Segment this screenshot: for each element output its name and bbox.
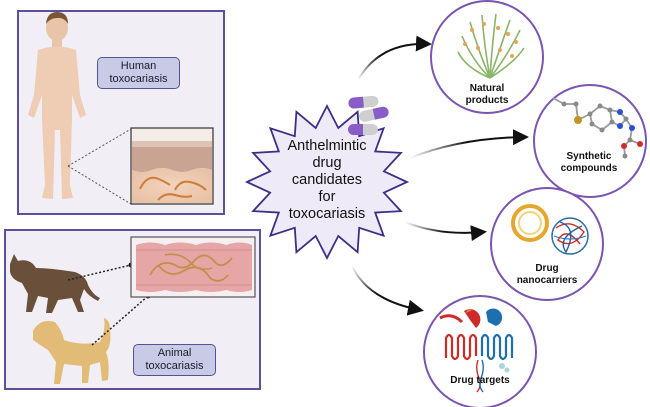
center-line-1: Anthelmintic [287,138,367,154]
animal-label-line1: Animal [157,347,192,359]
human-label-line1: Human [120,60,157,72]
human-toxocariasis-label: Human toxocariasis [97,57,180,89]
natural-products-line2: products [465,95,509,106]
human-figure-icon [28,12,86,199]
drug-nanocarriers-line2: nanocarriers [516,275,578,286]
intestine-inset-icon [67,236,256,346]
natural-products-label: Natural products [432,83,542,107]
synthetic-compounds-line2: compounds [560,163,618,174]
drug-targets-line1: Drug targets [450,375,510,386]
center-line-2: drug [312,155,342,171]
drug-nanocarriers-label: Drug nanocarriers [492,263,602,287]
natural-products-line1: Natural [469,83,505,94]
drug-nanocarriers-line1: Drug [535,263,559,274]
arrow-to-drug-targets [351,265,424,316]
molecule-icon [552,97,643,159]
cat-icon [10,254,100,313]
drug-targets-circle [423,295,537,407]
synthetic-compounds-label: Synthetic compounds [534,151,644,175]
arrows [351,35,529,316]
starburst-shape [244,104,410,260]
animal-toxocariasis-label: Animal toxocariasis [133,344,216,376]
drug-targets-label: Drug targets [425,375,535,387]
animal-label-line2: toxocariasis [145,360,204,372]
nanoparticle-icon [511,204,589,255]
center-line-5: toxocariasis [288,206,366,222]
center-line-4: for [318,189,336,205]
drug-nanocarriers-circle [490,187,604,301]
arrow-to-drug-nanocarriers [404,221,487,242]
receptor-icon [439,308,514,393]
synthetic-compounds-line1: Synthetic [566,151,612,162]
dog-icon [33,318,111,384]
plant-icon [457,13,525,79]
central-concept-text: Anthelmintic drug candidates for toxocar… [262,138,392,223]
skin-inset-icon [67,127,214,205]
center-line-3: candidates [291,172,363,188]
human-label-line2: toxocariasis [109,73,168,85]
pills-icon [348,95,389,135]
arrow-to-synthetic-compounds [409,129,529,159]
arrow-to-natural-products [357,35,432,81]
